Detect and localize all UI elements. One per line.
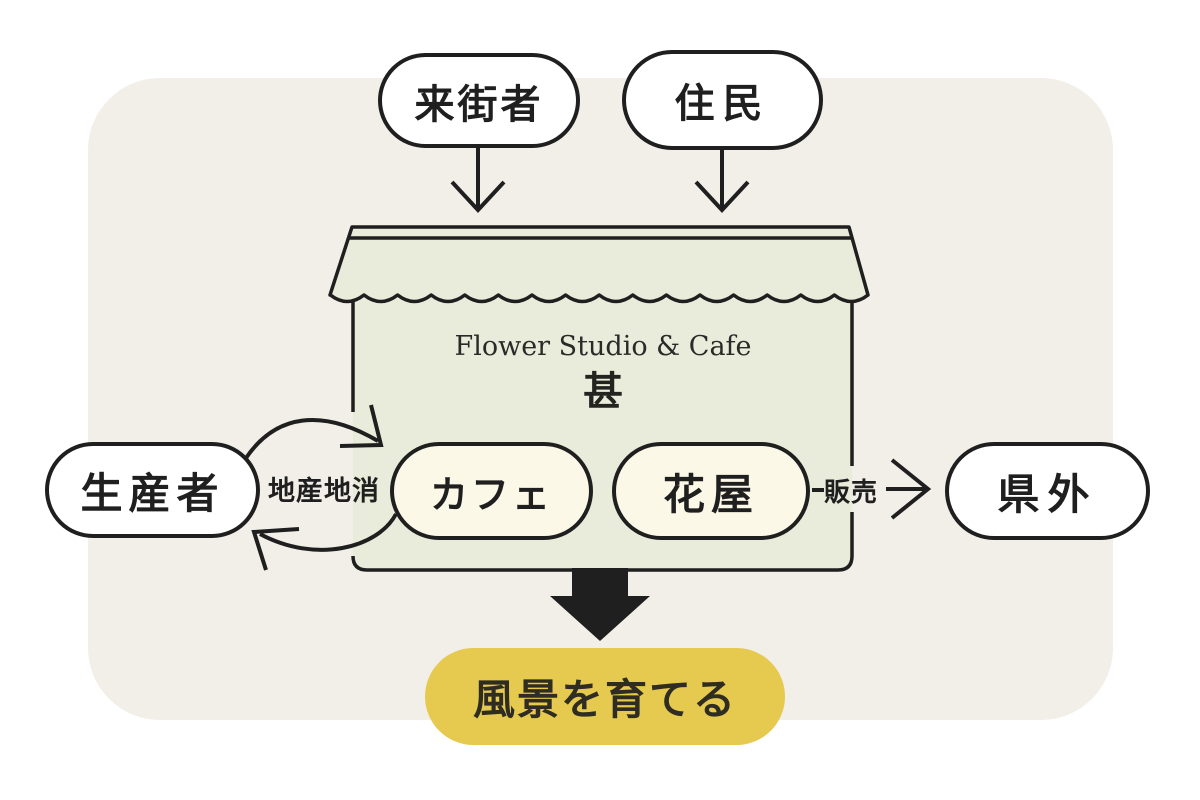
- node-producers-label: 生産者: [80, 469, 225, 517]
- sales-label: 販売: [823, 476, 878, 507]
- node-outside-prefecture-label: 県外: [997, 470, 1098, 518]
- local-loop-arrows: [244, 404, 398, 571]
- unit-flower-shop: 花屋: [612, 442, 810, 540]
- node-outside-prefecture: 県外: [945, 442, 1150, 540]
- outcome-block-arrow: [550, 568, 650, 641]
- store-name-en: Flower Studio & Cafe: [454, 330, 752, 362]
- outcome-label: 風景を育てる: [472, 676, 737, 723]
- node-visitors-label: 来街者: [414, 82, 544, 127]
- store-name-ja: 甚: [583, 368, 623, 415]
- unit-cafe: カフェ: [390, 442, 593, 540]
- sales-arrow: [812, 458, 932, 520]
- unit-cafe-label: カフェ: [429, 474, 553, 517]
- store-border: [351, 294, 854, 572]
- local-loop-label: 地産地消: [268, 475, 380, 506]
- unit-flower-shop-label: 花屋: [662, 470, 759, 518]
- node-residents-label: 住民: [674, 82, 771, 126]
- node-producers: 生産者: [45, 442, 260, 538]
- visitors-down-arrow: [450, 148, 506, 213]
- residents-down-arrow: [694, 150, 750, 213]
- outcome-pill: 風景を育てる: [425, 648, 785, 745]
- store-awning: [328, 225, 870, 304]
- node-visitors: 来街者: [378, 53, 580, 148]
- node-residents: 住民: [622, 50, 823, 150]
